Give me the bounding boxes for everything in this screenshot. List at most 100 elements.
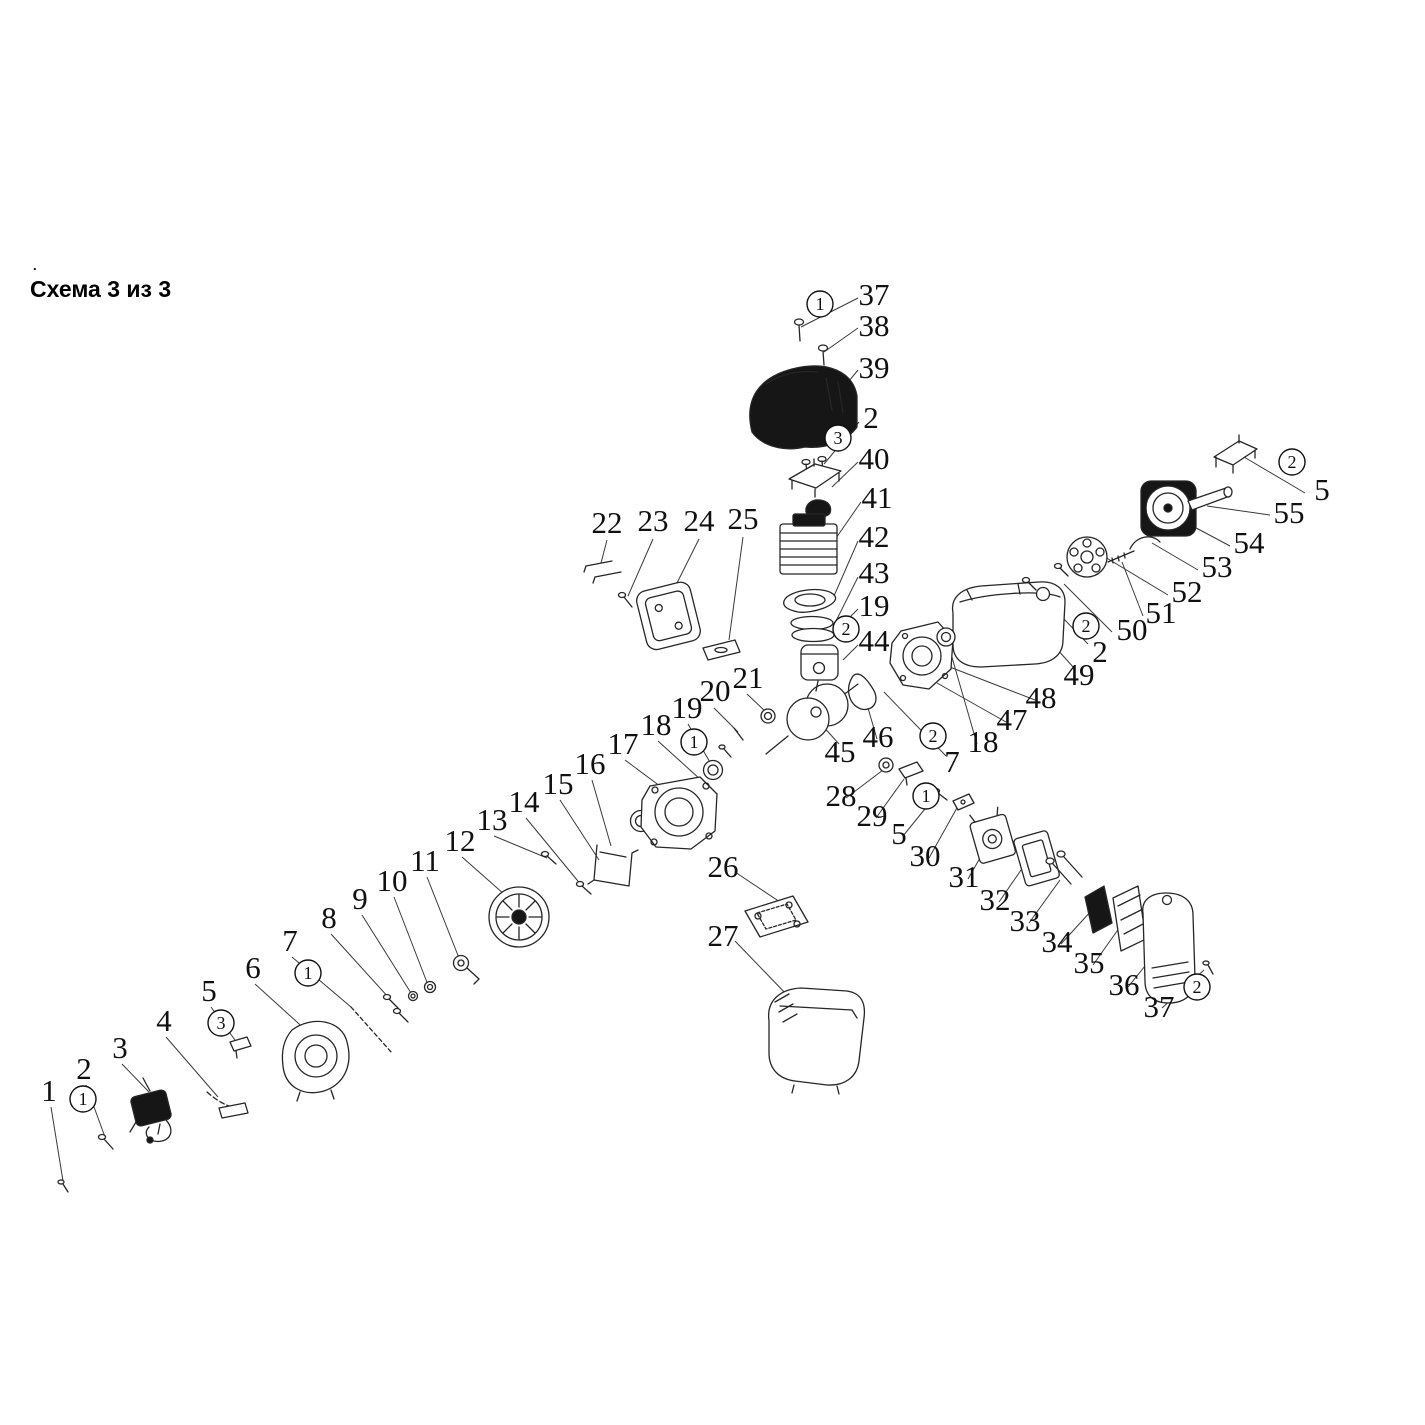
part-number-29: 29: [857, 798, 888, 833]
svg-text:2: 2: [1288, 452, 1297, 472]
part-plate-26: [744, 895, 809, 938]
part-number-17: 17: [608, 726, 639, 761]
part-piston-rings-43: [790, 615, 835, 643]
part-gasket-42: [783, 588, 837, 613]
part-bearing-18-right: [936, 627, 956, 647]
part-crankcase-17: [640, 776, 718, 850]
part-screw-37-right: [1202, 960, 1214, 975]
part-number-35: 35: [1074, 945, 1105, 980]
part-number-33: 33: [1010, 903, 1041, 938]
part-screw-37-top: [793, 318, 805, 342]
svg-text:3: 3: [217, 1013, 226, 1033]
part-number-18: 18: [641, 707, 672, 742]
part-number-22: 22: [592, 505, 623, 540]
part-screw-1: [57, 1179, 69, 1193]
svg-text:1: 1: [922, 786, 931, 806]
part-crankshaft-45: [765, 680, 859, 755]
part-number-15: 15: [543, 766, 574, 801]
circled-ref-2: 2: [1278, 448, 1306, 476]
svg-text:2: 2: [1193, 977, 1202, 997]
part-pins-22: [583, 560, 622, 584]
circled-ref-1: 1: [680, 728, 708, 756]
part-number-32: 32: [980, 882, 1011, 917]
part-number-54: 54: [1234, 525, 1266, 560]
part-number-49: 49: [1064, 657, 1095, 692]
part-number-8: 8: [321, 900, 337, 935]
part-number-31: 31: [949, 859, 980, 894]
part-bearing-19: [702, 759, 724, 781]
part-carburetor-31: [969, 806, 1017, 864]
part-screw-13: [540, 850, 557, 865]
svg-text:1: 1: [79, 1089, 88, 1109]
part-number-2: 2: [1092, 634, 1108, 669]
svg-text:1: 1: [304, 963, 313, 983]
part-number-5: 5: [1314, 472, 1330, 507]
page-title: Схема 3 из 3: [30, 276, 172, 302]
part-clutch-drum-54-55: [1140, 480, 1233, 537]
part-bracket-5-left: [229, 1036, 252, 1059]
circled-ref-1: 1: [912, 782, 940, 810]
circled-ref-3: 3: [207, 1009, 235, 1037]
part-number-16: 16: [575, 746, 606, 781]
part-bottom-cover-27: [768, 987, 866, 1095]
part-screw-2-left: [97, 1133, 114, 1150]
part-number-39: 39: [859, 350, 890, 385]
part-shaft-51: [1107, 550, 1135, 564]
svg-text:2: 2: [842, 619, 851, 639]
part-number-37: 37: [859, 277, 890, 312]
part-screws-2-top: [801, 455, 827, 475]
part-number-7: 7: [944, 744, 960, 779]
part-gasket-46: [847, 673, 877, 711]
part-plate-25: [702, 639, 741, 661]
part-number-5: 5: [201, 973, 217, 1008]
part-washer-9: [407, 990, 419, 1002]
circled-ref-2: 2: [1183, 973, 1211, 1001]
part-number-53: 53: [1202, 549, 1233, 584]
part-number-46: 46: [863, 719, 894, 754]
svg-text:1: 1: [690, 732, 699, 752]
part-piston-44: [800, 644, 839, 681]
part-cylinder-41: [779, 513, 838, 575]
part-top-cover-detail: [765, 370, 844, 413]
circled-ref-2: 2: [919, 722, 947, 750]
part-number-13: 13: [477, 802, 508, 837]
part-number-9: 9: [352, 881, 368, 916]
part-number-44: 44: [859, 623, 891, 658]
circled-ref-2: 2: [832, 615, 860, 643]
part-number-28: 28: [826, 778, 857, 813]
part-ignition-coil-3: [129, 1077, 172, 1144]
part-number-19: 19: [859, 588, 890, 623]
part-number-52: 52: [1172, 574, 1203, 609]
part-number-37: 37: [1144, 989, 1175, 1024]
part-number-2: 2: [76, 1051, 92, 1086]
part-screw-mid: [718, 744, 732, 758]
part-screws-8: [382, 993, 409, 1023]
part-number-10: 10: [377, 863, 408, 898]
part-bracket-29: [898, 761, 924, 786]
part-washer-28: [878, 757, 894, 773]
svg-text:1: 1: [816, 294, 825, 314]
part-screw-38: [817, 344, 829, 366]
svg-text:3: 3: [834, 428, 843, 448]
part-spacer-32: [1013, 830, 1060, 887]
part-insulator-30: [952, 793, 975, 811]
part-spring-7: [350, 1006, 393, 1054]
part-number-6: 6: [245, 950, 261, 985]
part-frame-5-right: [1213, 434, 1258, 474]
part-number-2: 2: [863, 400, 879, 435]
part-fuel-tank-49: [951, 581, 1066, 668]
part-number-18: 18: [968, 724, 999, 759]
part-flywheel-12: [488, 886, 550, 948]
part-number-1: 1: [41, 1073, 57, 1108]
part-screw-23: [617, 591, 633, 608]
part-number-48: 48: [1026, 680, 1057, 715]
circled-ref-3: 3: [824, 424, 852, 452]
part-number-41: 41: [862, 480, 893, 515]
part-number-23: 23: [638, 503, 669, 538]
part-mount-plate-40: [788, 458, 842, 498]
part-pin-20: [733, 727, 744, 741]
part-number-26: 26: [708, 849, 739, 884]
part-number-43: 43: [859, 555, 890, 590]
part-number-40: 40: [859, 441, 890, 476]
svg-text:2: 2: [929, 726, 938, 746]
